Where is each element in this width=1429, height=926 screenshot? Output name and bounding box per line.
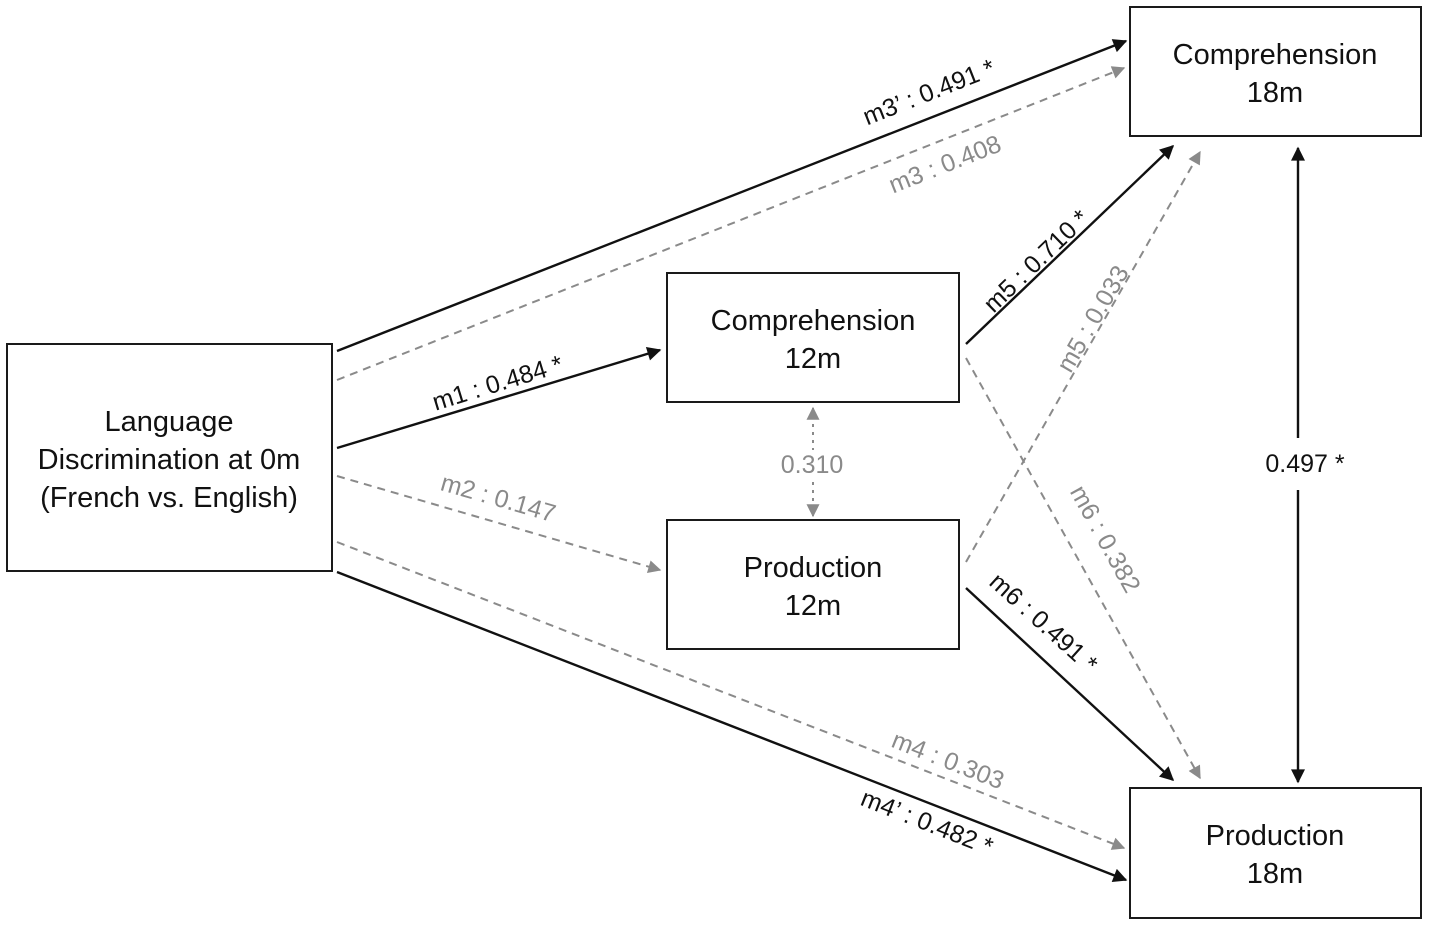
node-language-discrimination: Language Discrimination at 0m (French vs… bbox=[6, 343, 333, 572]
label-m2: m2 : 0.147 bbox=[438, 469, 559, 528]
edge-m3 bbox=[336, 66, 1126, 381]
edge-m1 bbox=[336, 346, 662, 450]
node-label-line: Discrimination at 0m bbox=[38, 444, 301, 476]
label-m5-dashed: m5 : 0.033 bbox=[1051, 261, 1134, 377]
label-m1: m1 : 0.484 * bbox=[429, 350, 566, 416]
node-label-line: 12m bbox=[785, 590, 841, 622]
edge-m4-prime bbox=[336, 570, 1128, 882]
edge-m4 bbox=[336, 541, 1126, 850]
edge-m6-solid bbox=[965, 587, 1175, 781]
edge-m6-dashed bbox=[965, 357, 1201, 780]
node-label-line: Language bbox=[104, 406, 233, 438]
node-label-line: Production bbox=[744, 552, 883, 584]
label-cov-18m: 0.497 * bbox=[1265, 450, 1345, 478]
edge-m2 bbox=[336, 475, 662, 573]
node-comprehension-18m: Comprehension 18m bbox=[1129, 6, 1422, 137]
label-m3: m3 : 0.408 bbox=[885, 130, 1005, 199]
edge-m5-dashed bbox=[965, 150, 1201, 563]
label-cov-12m: 0.310 bbox=[781, 451, 844, 479]
node-label-line: Comprehension bbox=[1173, 39, 1378, 71]
label-m6-solid: m6 : 0.491 * bbox=[984, 568, 1103, 679]
node-label-line: 18m bbox=[1247, 858, 1303, 890]
label-m5-solid: m5 : 0.710 * bbox=[978, 204, 1095, 318]
node-label-line: 12m bbox=[785, 343, 841, 375]
node-label-line: 18m bbox=[1247, 77, 1303, 109]
node-comprehension-12m: Comprehension 12m bbox=[666, 272, 960, 403]
node-label-line: Production bbox=[1206, 820, 1345, 852]
edge-m3-prime bbox=[336, 39, 1128, 353]
label-m6-dashed: m6 : 0.382 bbox=[1064, 481, 1146, 598]
label-m4: m4 : 0.303 bbox=[888, 726, 1008, 795]
node-label-line: (French vs. English) bbox=[40, 482, 298, 514]
node-production-18m: Production 18m bbox=[1129, 787, 1422, 919]
node-label-line: Comprehension bbox=[711, 305, 916, 337]
edge-m5-solid bbox=[965, 145, 1175, 345]
node-production-12m: Production 12m bbox=[666, 519, 960, 650]
